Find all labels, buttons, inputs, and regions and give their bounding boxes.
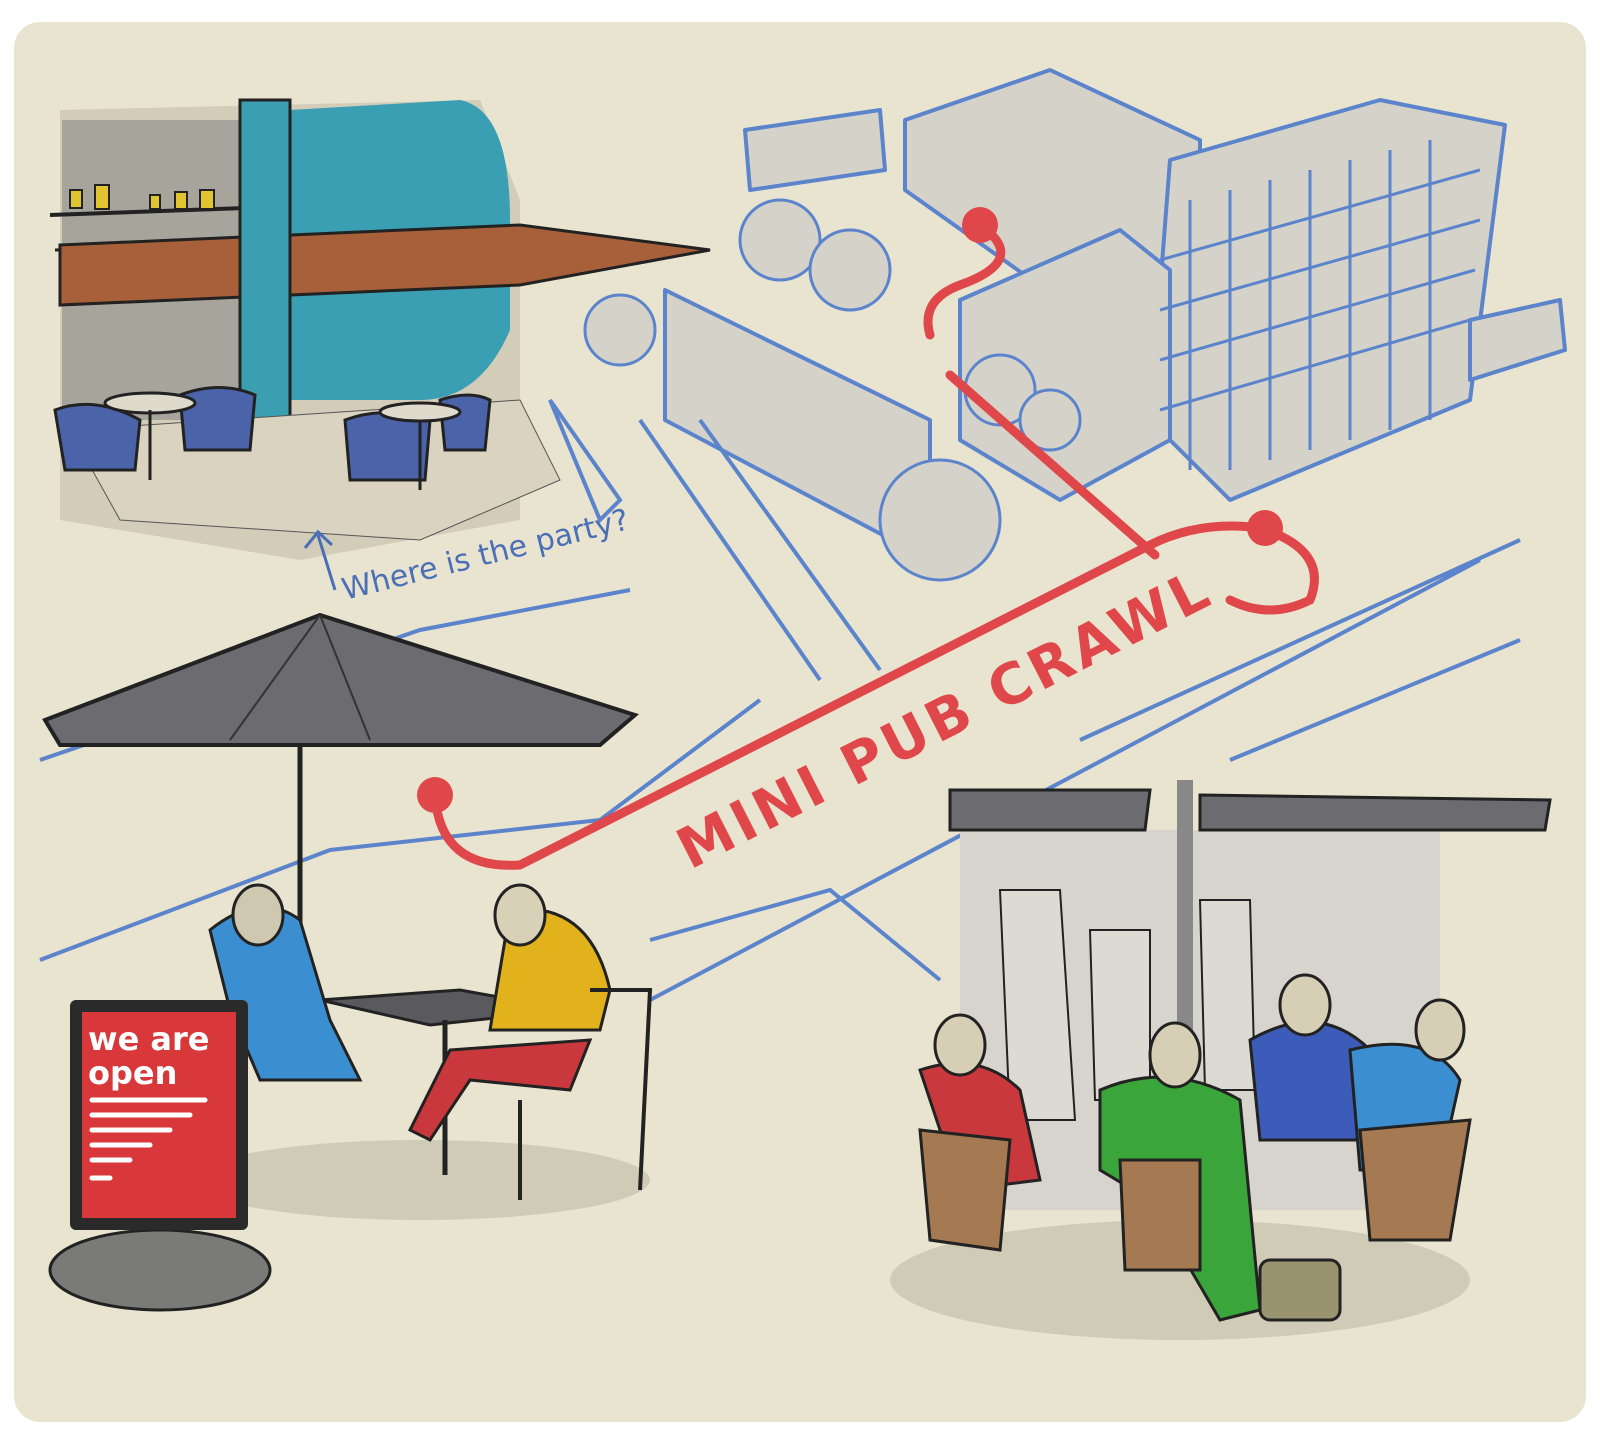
terrace-canopy-scene (890, 780, 1552, 1340)
we-are-open-sign: we are open (48, 1000, 272, 1312)
map-buildings (663, 68, 1567, 562)
map-windows (1159, 140, 1481, 470)
umbrella (42, 612, 640, 747)
chair (518, 988, 653, 1200)
rowing-boat (58, 223, 711, 307)
canopy-roof (948, 788, 1552, 832)
route-stop-1 (417, 777, 453, 813)
sign-text-line1: we are (88, 1020, 209, 1058)
annotation-arrow (303, 529, 337, 591)
route-stop-3 (962, 207, 998, 243)
cafe-chairs (53, 386, 492, 482)
bar-interior-scene (49, 98, 711, 560)
route-stop-2 (1247, 510, 1283, 546)
map-streets (39, 398, 1521, 1002)
umbrella-scene (42, 612, 653, 1220)
backpack (1258, 1258, 1342, 1322)
sign-text-line2: open (88, 1054, 177, 1092)
wicker-chairs (918, 1118, 1472, 1272)
trophies-icon (69, 184, 215, 210)
